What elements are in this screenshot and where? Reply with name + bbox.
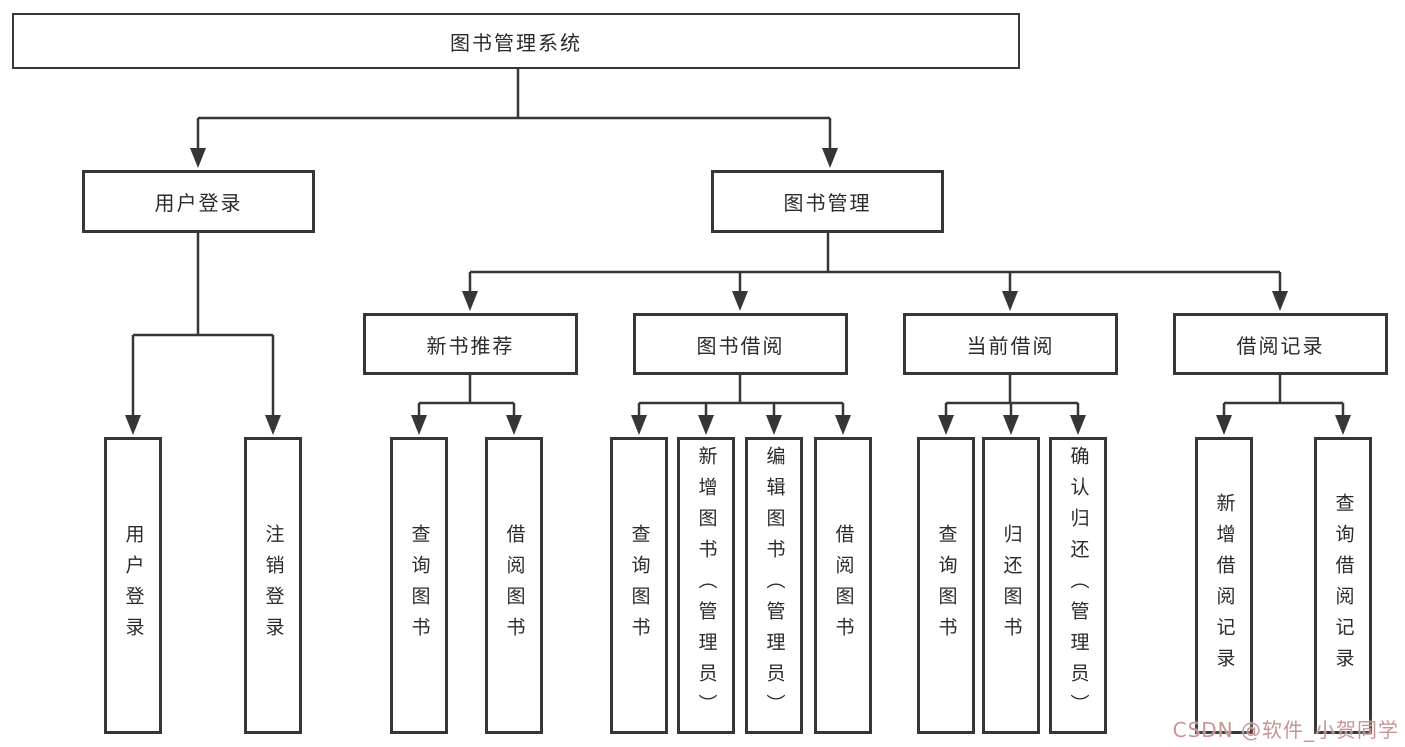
leaf-query-books-recommend: 查询图书 xyxy=(390,437,448,734)
leaf-label: 新增图书（管理员） xyxy=(695,446,718,725)
node-label: 图书管理 xyxy=(783,191,872,215)
leaf-label: 新增借阅记录 xyxy=(1213,492,1236,679)
node-book-borrowing: 图书借阅 xyxy=(633,313,848,375)
leaf-query-borrow-record: 查询借阅记录 xyxy=(1314,437,1372,734)
leaf-label: 借阅图书 xyxy=(832,523,855,648)
leaf-label: 查询图书 xyxy=(628,523,651,648)
leaf-borrow-books-recommend: 借阅图书 xyxy=(485,437,543,734)
leaf-logout: 注销登录 xyxy=(244,437,302,734)
leaf-label: 借阅图书 xyxy=(503,523,526,648)
node-label: 图书管理系统 xyxy=(450,30,582,55)
leaf-label: 用户登录 xyxy=(122,523,145,648)
node-library-system: 图书管理系统 xyxy=(12,13,1020,69)
node-label: 图书借阅 xyxy=(696,333,785,358)
leaf-return-books: 归还图书 xyxy=(982,437,1040,734)
leaf-label: 归还图书 xyxy=(1000,523,1023,648)
node-label: 当前借阅 xyxy=(966,333,1055,358)
leaf-user-login: 用户登录 xyxy=(104,437,162,734)
node-borrowing-records: 借阅记录 xyxy=(1173,313,1388,375)
node-current-borrowing: 当前借阅 xyxy=(903,313,1118,375)
leaf-confirm-return-admin: 确认归还（管理员） xyxy=(1049,437,1107,734)
leaf-query-books-borrow: 查询图书 xyxy=(610,437,668,734)
leaf-label: 查询借阅记录 xyxy=(1332,492,1355,679)
node-label: 用户登录 xyxy=(154,191,243,215)
leaf-label: 查询图书 xyxy=(935,523,958,648)
arrowheads xyxy=(125,148,1351,435)
leaf-label: 确认归还（管理员） xyxy=(1067,446,1090,725)
csdn-watermark: CSDN @软件_小贺同学 xyxy=(1172,718,1399,742)
leaf-add-books-admin: 新增图书（管理员） xyxy=(677,437,735,734)
leaf-label: 编辑图书（管理员） xyxy=(763,446,786,725)
node-label: 借阅记录 xyxy=(1236,333,1325,358)
leaf-query-books-current: 查询图书 xyxy=(917,437,975,734)
leaf-edit-books-admin: 编辑图书（管理员） xyxy=(745,437,803,734)
leaf-borrow-books: 借阅图书 xyxy=(814,437,872,734)
leaf-add-borrow-record: 新增借阅记录 xyxy=(1195,437,1253,734)
node-book-management: 图书管理 xyxy=(711,170,944,233)
node-new-book-recommendation: 新书推荐 xyxy=(363,313,578,375)
node-user-login: 用户登录 xyxy=(82,170,315,233)
node-label: 新书推荐 xyxy=(426,333,515,358)
leaf-label: 查询图书 xyxy=(408,523,431,648)
leaf-label: 注销登录 xyxy=(262,523,285,648)
